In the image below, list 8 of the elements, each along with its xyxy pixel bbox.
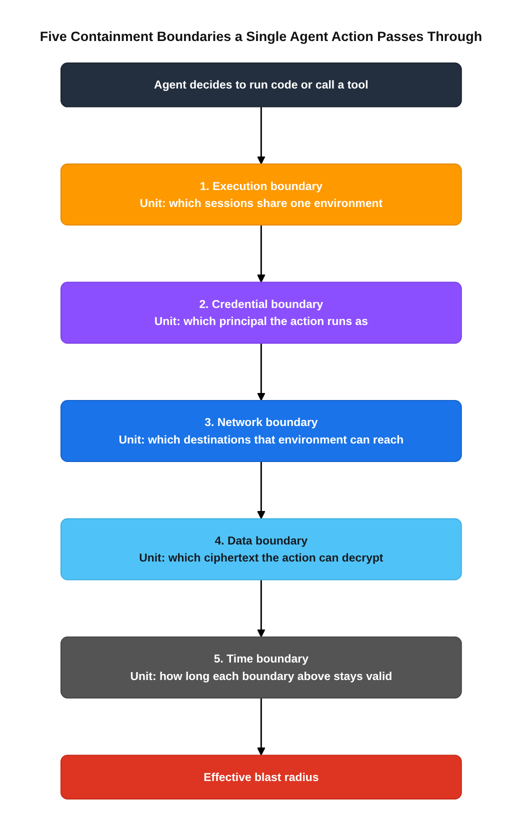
diagram-title: Five Containment Boundaries a Single Agent Action Passes Through <box>38 29 484 45</box>
process-box: 4. Data boundary Unit: which ciphertext the action can decrypt <box>60 518 462 580</box>
process-box: 5. Time boundary Unit: how long each boundary above stays valid <box>60 636 462 698</box>
process-box: 2. Credential boundary Unit: which principal the action runs as <box>60 282 462 344</box>
process-box: Agent decides to run code or call a tool <box>60 62 462 108</box>
process-box: 1. Execution boundary Unit: which sessions share one environment <box>60 164 462 226</box>
process-box: 3. Network boundary Unit: which destinations that environment can reach <box>60 400 462 462</box>
process-box: Effective blast radius <box>60 754 462 800</box>
